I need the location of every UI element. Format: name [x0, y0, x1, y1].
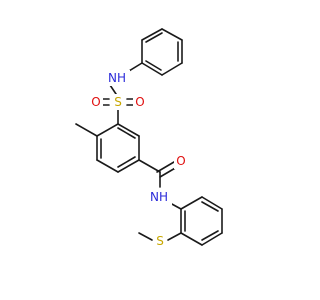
atom-label-nh-amide: NH [150, 190, 168, 204]
bond [180, 232, 203, 246]
bond [96, 123, 119, 137]
bond [138, 159, 161, 173]
molecule-structure: NH S O O O NH S [75, 28, 223, 249]
bond [75, 123, 98, 137]
bond [141, 62, 163, 76]
bond [201, 196, 223, 210]
atom-label-o-right: O [135, 95, 144, 109]
bond [117, 127, 136, 139]
bond [156, 161, 175, 173]
bond [138, 232, 153, 241]
bond [161, 28, 183, 41]
bond [145, 32, 163, 43]
bond [201, 230, 219, 241]
atom-labels: NH S O O O NH S [89, 70, 188, 249]
bond [180, 196, 203, 210]
atom-label-s-sulfonyl: S [114, 95, 122, 109]
bond [167, 232, 182, 241]
bond [201, 201, 219, 212]
atom-label-s-thioether: S [156, 234, 164, 248]
bond [201, 232, 223, 246]
bonds [75, 28, 223, 246]
bond [117, 156, 136, 168]
atom-label-nh-sulfonamide: NH [108, 71, 126, 85]
bond [161, 62, 183, 76]
atom-label-o-left: O [91, 95, 100, 109]
bond [96, 159, 119, 173]
bond [117, 159, 140, 173]
bond [141, 28, 163, 41]
bond [117, 123, 140, 137]
atom-label-o-carbonyl: O [176, 154, 185, 168]
bond [145, 60, 162, 71]
